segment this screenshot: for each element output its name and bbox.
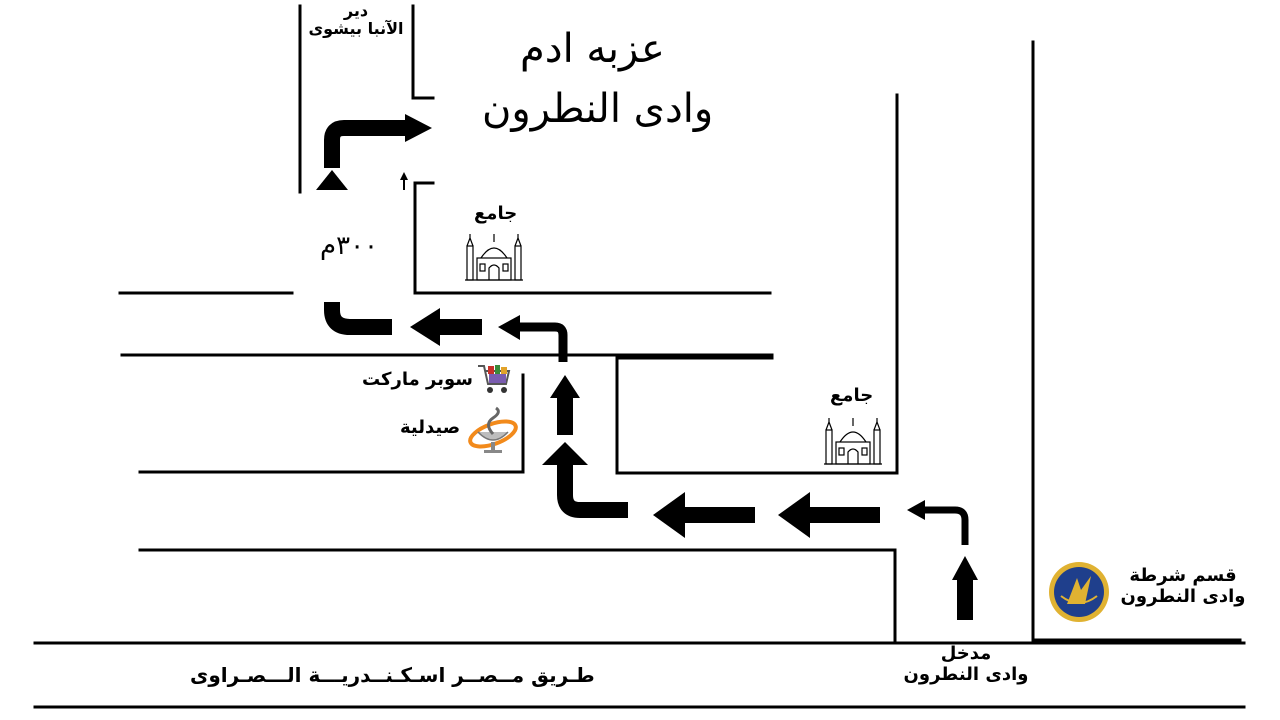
police-emblem-icon — [1049, 562, 1109, 622]
route-arrow-icon — [907, 500, 925, 520]
mosque-icon — [465, 234, 523, 281]
road-edge — [615, 93, 899, 475]
route-arrow-icon — [410, 308, 440, 346]
route-arrow-icon — [557, 465, 628, 518]
mosque-right-label: جامع — [830, 385, 874, 406]
road-edge — [1031, 40, 1242, 642]
route-arrow-icon — [542, 442, 588, 465]
route-arrow-icon — [520, 322, 568, 362]
route-arrow-icon — [324, 302, 392, 335]
route-arrow-icon — [316, 170, 348, 190]
destination-subtitle: وادى النطرون — [482, 86, 713, 132]
entrance-label: مدخل وادى النطرون — [896, 643, 1036, 685]
police-line2: وادى النطرون — [1120, 585, 1246, 607]
destination-line1: عزبه ادم — [520, 26, 665, 72]
route-arrow-icon — [778, 492, 810, 538]
route-arrow-icon — [498, 315, 520, 340]
monastery-line2: الآنبا بيشوى — [308, 19, 404, 39]
highway-label: طـريق مــصــر اسـكـنــدريـــة الـــصـراو… — [190, 663, 595, 687]
route-arrow-icon — [925, 506, 969, 545]
road-edge — [413, 181, 772, 295]
road-edge — [138, 373, 525, 474]
monastery-label: دير الآنبا بيشوى — [304, 1, 408, 39]
distance-label: ٣٠٠م — [320, 231, 379, 261]
pharmacy-icon — [468, 406, 518, 453]
entrance-line1: مدخل — [940, 643, 992, 664]
route-arrow-icon — [952, 556, 978, 580]
route-arrow-icon — [400, 172, 408, 180]
entrance-line2: وادى النطرون — [903, 663, 1029, 685]
police-line1: قسم شرطة — [1129, 565, 1237, 586]
route-arrow-icon — [405, 114, 432, 142]
destination-title: عزبه ادم — [520, 26, 665, 72]
destination-line2: وادى النطرون — [482, 86, 714, 132]
police-label: قسم شرطة وادى النطرون — [1118, 565, 1248, 607]
supermarket-cart-icon — [478, 365, 511, 393]
mosque-upper-label: جامع — [474, 203, 518, 224]
monastery-line1: دير — [343, 1, 369, 20]
road-edge — [411, 4, 435, 100]
route-arrow-icon — [653, 492, 685, 538]
route-arrow-icon — [550, 375, 580, 398]
supermarket-label: سوبر ماركت — [362, 369, 473, 390]
mosque-icon — [824, 418, 882, 465]
pharmacy-label: صيدلية — [400, 417, 461, 438]
route-arrow-icon — [324, 120, 405, 168]
road-edge — [138, 548, 897, 642]
